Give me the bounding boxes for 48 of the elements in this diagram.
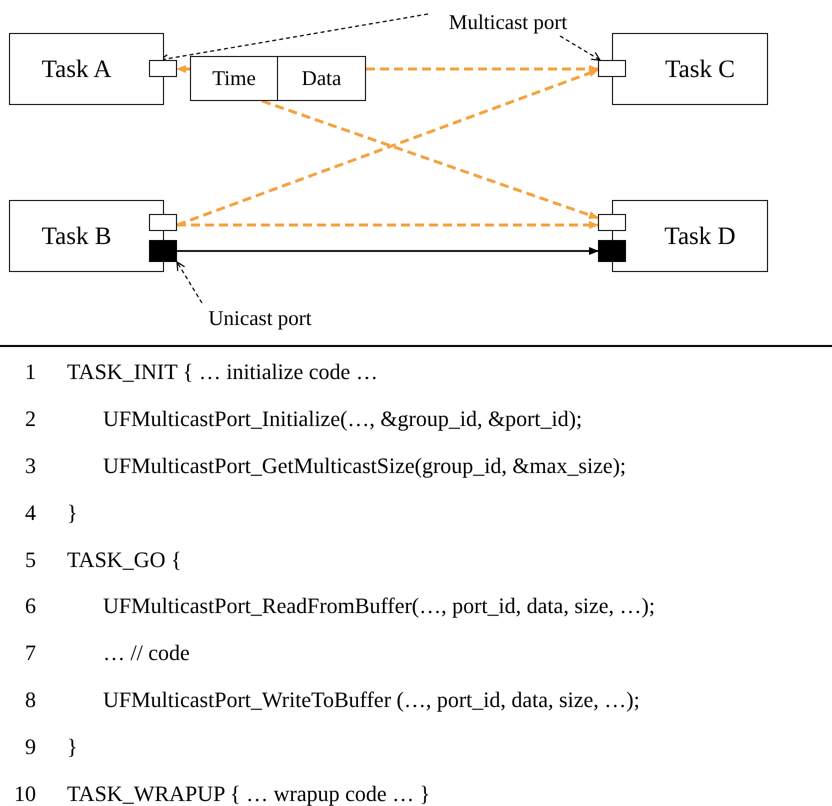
node-label: Task C bbox=[665, 56, 735, 82]
node-label: Task A bbox=[42, 56, 112, 82]
leader-arrow bbox=[176, 261, 203, 304]
task-box bbox=[9, 33, 164, 105]
arrow bbox=[176, 65, 190, 73]
code-line: UFMulticastPort_WriteToBuffer (…, port_id, data, size, …); bbox=[102, 688, 640, 711]
code-line: UFMulticastPort_ReadFromBuffer(…, port_id, data, size, …); bbox=[102, 595, 655, 618]
unicast-port bbox=[149, 240, 177, 262]
line-number: 5 bbox=[24, 548, 36, 571]
message-field bbox=[277, 56, 366, 101]
line-number: 10 bbox=[13, 782, 36, 805]
code-line: TASK_INIT { … initialize code … bbox=[67, 361, 378, 384]
code-line: … // code bbox=[102, 642, 190, 664]
task-box bbox=[612, 33, 768, 105]
line-number: 2 bbox=[24, 408, 36, 430]
line-number: 9 bbox=[24, 736, 36, 758]
node-label: Task B bbox=[42, 224, 112, 248]
line-number: 1 bbox=[24, 361, 36, 384]
node-label: Time bbox=[212, 68, 256, 89]
node-label: Task D bbox=[664, 224, 736, 248]
port-box bbox=[598, 60, 626, 77]
line-number: 3 bbox=[24, 454, 36, 477]
code-line: TASK_WRAPUP { … wrapup code … } bbox=[67, 782, 430, 805]
node-label: Data bbox=[302, 68, 342, 89]
line-number: 8 bbox=[24, 688, 36, 711]
node-label: Unicast port bbox=[208, 308, 312, 328]
code-line: } bbox=[67, 736, 78, 758]
port-box bbox=[149, 214, 177, 231]
line-number: 4 bbox=[24, 502, 36, 524]
port-box bbox=[598, 214, 626, 231]
task-box bbox=[9, 200, 164, 272]
task-box bbox=[612, 200, 768, 272]
line-number: 6 bbox=[24, 595, 36, 618]
unicast-port bbox=[598, 240, 626, 262]
arrow bbox=[176, 68, 599, 226]
code-line: } bbox=[67, 502, 78, 524]
message-field bbox=[190, 56, 278, 101]
leader-arrow bbox=[560, 35, 601, 61]
arrow bbox=[177, 221, 599, 229]
arrow bbox=[366, 65, 599, 73]
code-line: UFMulticastPort_GetMulticastSize(group_id, &max_size); bbox=[102, 454, 626, 477]
arrow bbox=[177, 247, 599, 255]
node-label: Multicast port bbox=[448, 12, 568, 32]
line-number: 7 bbox=[24, 642, 36, 664]
code-line: TASK_GO { bbox=[67, 548, 182, 571]
arrow bbox=[262, 100, 599, 220]
code-line: UFMulticastPort_Initialize(…, &group_id, &port_id); bbox=[102, 408, 582, 430]
port-box bbox=[149, 60, 177, 77]
